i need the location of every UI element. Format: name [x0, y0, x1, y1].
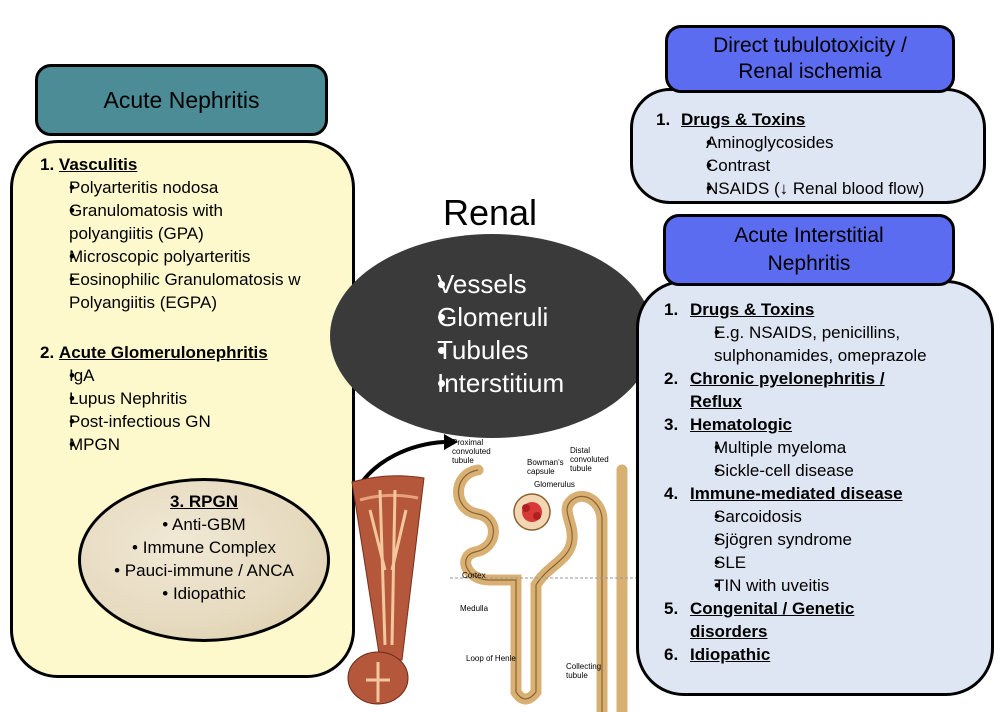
- vasculitis-list: Polyarteritis nodosa Granulomatosis with…: [58, 176, 340, 314]
- label-glomerulus: Glomerulus: [534, 480, 575, 489]
- section-title-drugs-toxins: Drugs & Toxins: [690, 300, 815, 319]
- tubulotoxicity-title-1: Direct tubulotoxicity /: [713, 34, 907, 57]
- label-cortex: Cortex: [462, 571, 486, 580]
- label-proximal: Proximal convoluted tubule: [452, 438, 491, 465]
- list-item: NSAIDS (↓ Renal blood flow): [694, 177, 976, 200]
- ain-title-2: Nephritis: [767, 252, 851, 275]
- section-number: 1.: [40, 155, 55, 174]
- section-number: 2.: [664, 369, 679, 388]
- renal-item: Vessels: [410, 268, 564, 301]
- section-title-immune: Immune-mediated disease: [690, 484, 903, 503]
- list-item: E.g. NSAIDS, penicillins, sulphonamides,…: [702, 321, 972, 367]
- section-number: 1.: [664, 300, 679, 319]
- list-item: SLE: [702, 551, 984, 574]
- label-loop: Loop of Henle: [466, 654, 516, 663]
- rpgn-item: • Immune Complex: [132, 538, 276, 557]
- list-item: Contrast: [694, 154, 976, 177]
- section-number: 6.: [664, 645, 679, 664]
- renal-item: Glomeruli: [410, 301, 564, 334]
- list-item: Aminoglycosides: [694, 131, 976, 154]
- section-number: 4.: [664, 484, 679, 503]
- ain-header: Acute Interstitial Nephritis: [663, 214, 955, 286]
- section-title-idiopathic: Idiopathic: [690, 645, 771, 664]
- list-item: Sjögren syndrome: [702, 528, 984, 551]
- section-title-vasculitis: Vasculitis: [58, 155, 138, 174]
- section-title-hematologic: Hematologic: [690, 415, 793, 434]
- section-title-drugs: Drugs & Toxins: [681, 110, 806, 129]
- label-medulla: Medulla: [460, 604, 489, 613]
- renal-title: Renal: [442, 192, 538, 233]
- list-item: Microscopic polyarteritis: [58, 245, 340, 268]
- list-item: Eosinophilic Granulomatosis w Polyangiit…: [58, 268, 329, 314]
- rpgn-content: 3. RPGN • Anti-GBM • Immune Complex • Pa…: [78, 490, 330, 605]
- tubulotoxicity-header: Direct tubulotoxicity / Renal ischemia: [665, 25, 955, 93]
- glomerulonephritis-section: 2. Acute Glomerulonephritis IgA Lupus Ne…: [40, 341, 340, 456]
- list-item: IgA: [58, 364, 340, 387]
- list-item: Lupus Nephritis: [58, 387, 340, 410]
- list-item: Multiple myeloma: [702, 436, 984, 459]
- label-bowman: Bowman's capsule: [527, 458, 564, 476]
- list-item: Polyarteritis nodosa: [58, 176, 340, 199]
- ain-hematologic-list: Multiple myeloma Sickle-cell disease: [702, 436, 984, 482]
- list-item: Sarcoidosis: [702, 505, 984, 528]
- section-title-glomerulonephritis: Acute Glomerulonephritis: [58, 343, 268, 362]
- ain-content: 1. Drugs & Toxins E.g. NSAIDS, penicillin…: [664, 298, 984, 666]
- list-item: Post-infectious GN: [58, 410, 340, 433]
- ain-immune-list: Sarcoidosis Sjögren syndrome SLE TIN wit…: [702, 505, 984, 597]
- list-item: Granulomatosis with polyangiitis (GPA): [58, 199, 299, 245]
- renal-item: Tubules: [410, 334, 564, 367]
- ain-title-1: Acute Interstitial: [734, 224, 884, 247]
- nephron-illustration: [347, 434, 640, 712]
- tubulotoxicity-content: 1. Drugs & Toxins Aminoglycosides Contras…: [656, 108, 976, 200]
- tubulotoxicity-list: Aminoglycosides Contrast NSAIDS (↓ Renal…: [694, 131, 976, 200]
- section-number: 3.: [664, 415, 679, 434]
- section-title-congenital: Congenital / Genetic disorders: [690, 599, 855, 641]
- kidney-section: [351, 475, 425, 661]
- label-distal: Distal convoluted tubule: [570, 446, 609, 473]
- rpgn-item: • Idiopathic: [162, 584, 246, 603]
- glomerulonephritis-list: IgA Lupus Nephritis Post-infectious GN M…: [58, 364, 340, 456]
- rpgn-item: • Anti-GBM: [162, 515, 246, 534]
- section-title-pyelonephritis: Chronic pyelonephritis / Reflux: [690, 369, 885, 411]
- rpgn-ellipse: [78, 478, 330, 642]
- section-number: 2.: [40, 343, 55, 362]
- list-item: Sickle-cell disease: [702, 459, 984, 482]
- renal-list: Vessels Glomeruli Tubules Interstitium: [410, 268, 564, 400]
- ain-drugs-list: E.g. NSAIDS, penicillins, sulphonamides,…: [702, 321, 972, 367]
- vasculitis-section: 1. Vasculitis Polyarteritis nodosa Granu…: [40, 153, 340, 314]
- section-number: 5.: [664, 599, 679, 618]
- list-item: MPGN: [58, 433, 340, 456]
- tubulotoxicity-title-2: Renal ischemia: [738, 60, 882, 83]
- list-item: TIN with uveitis: [702, 574, 984, 597]
- acute-nephritis-header: Acute Nephritis: [35, 64, 328, 136]
- section-number: 1.: [656, 110, 671, 129]
- rpgn-item: • Pauci-immune / ANCA: [114, 561, 294, 580]
- acute-nephritis-title: Acute Nephritis: [103, 86, 260, 113]
- label-collecting: Collecting tubule: [566, 662, 602, 680]
- renal-item: Interstitium: [410, 367, 564, 400]
- rpgn-title: 3. RPGN: [169, 492, 239, 511]
